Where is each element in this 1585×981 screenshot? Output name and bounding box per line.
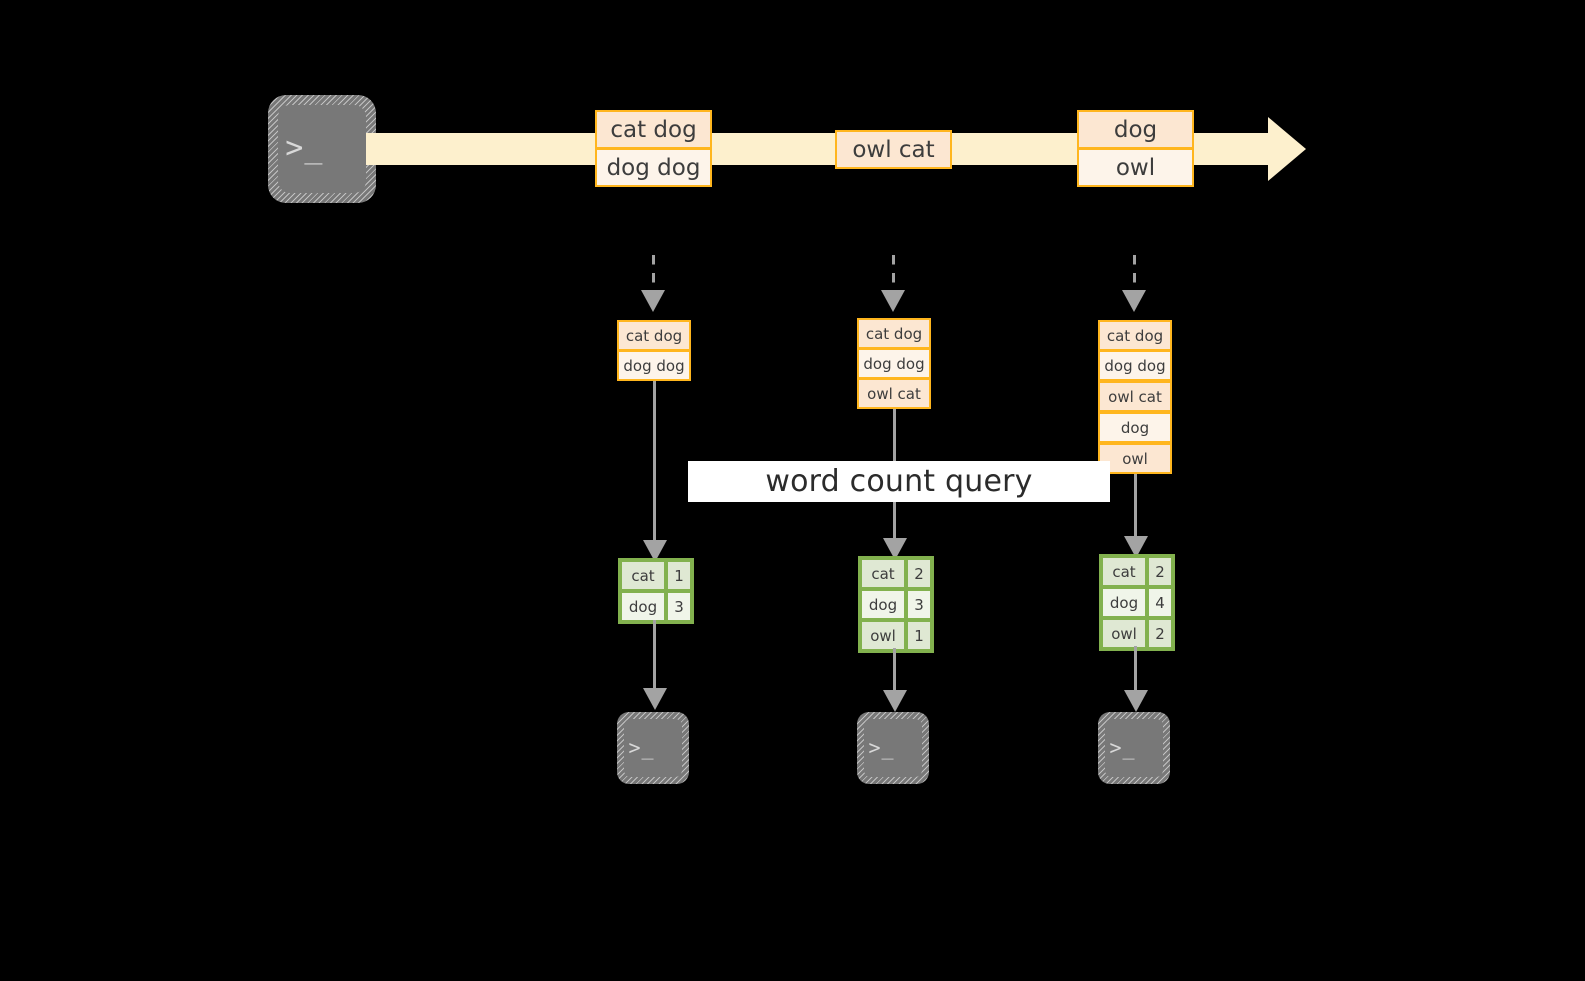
batch-input-row: cat dog [1098,320,1172,351]
result-count: 1 [666,560,692,591]
batch-input-label: cat dog [1106,326,1164,345]
result-count: 2 [906,558,932,589]
source-terminal-icon: >_ [268,95,376,203]
stream-record-label: owl [1115,154,1156,181]
table-row: dog 3 [620,591,692,622]
sink-terminal-icon: >_ [1098,712,1170,784]
result-word: cat [1101,556,1147,587]
table-row: dog 3 [860,589,932,620]
result-count: 4 [1147,587,1173,618]
batch-input-row: owl cat [857,378,931,409]
terminal-screen [624,719,682,777]
trigger-connector [652,255,655,297]
result-table: cat 2 dog 3 owl 1 [858,556,934,653]
trigger-arrowhead [641,290,665,312]
result-word: owl [1101,618,1147,649]
stream-record: owl [1077,148,1194,187]
sink-arrowhead [883,690,907,712]
result-table: cat 1 dog 3 [618,558,694,624]
stream-record: cat dog [595,110,712,149]
result-table: cat 2 dog 4 owl 2 [1099,554,1175,651]
stream-record-label: dog [1113,116,1158,143]
sink-terminal-icon: >_ [617,712,689,784]
query-connector [653,381,656,559]
table-row: owl 2 [1101,618,1173,649]
terminal-screen [278,105,366,193]
terminal-screen [864,719,922,777]
batch-input-label: dog dog [863,354,925,373]
batch-input-label: owl [1122,449,1148,468]
terminal-prompt-glyph: >_ [868,735,895,760]
sink-arrowhead [1124,690,1148,712]
trigger-arrowhead [1122,290,1146,312]
batch-input-row: cat dog [617,320,691,351]
batch-input-label: dog dog [1104,356,1166,375]
result-word: owl [860,620,906,651]
terminal-prompt-glyph: >_ [1109,735,1136,760]
result-word: dog [1101,587,1147,618]
query-arrowhead [883,538,907,560]
table-row: cat 2 [1101,556,1173,587]
sink-terminal-icon: >_ [857,712,929,784]
sink-arrowhead [643,688,667,710]
query-banner: word count query [688,461,1110,502]
stream-record-label: owl cat [852,136,935,163]
batch-input-row: dog dog [857,348,931,379]
batch-input-label: cat dog [625,326,683,345]
terminal-prompt-glyph: >_ [285,130,324,166]
batch-input-row: cat dog [857,318,931,349]
result-word: cat [860,558,906,589]
batch-input-label: owl cat [1108,387,1162,406]
stream-record: dog [1077,110,1194,149]
batch-input-label: cat dog [865,324,923,343]
table-row: dog 4 [1101,587,1173,618]
stream-record: dog dog [595,148,712,187]
stream-record-label: cat dog [610,116,697,143]
result-count: 1 [906,620,932,651]
result-word: dog [620,591,666,622]
batch-input-row: owl [1098,443,1172,474]
terminal-prompt-glyph: >_ [628,735,655,760]
terminal-screen [1105,719,1163,777]
result-count: 3 [666,591,692,622]
batch-input-label: dog dog [623,356,685,375]
query-connector [1134,474,1137,556]
sink-connector [1134,646,1137,703]
table-row: owl 1 [860,620,932,651]
batch-input-row: dog dog [617,350,691,381]
trigger-arrowhead [881,290,905,312]
result-count: 2 [1147,618,1173,649]
stream-record-label: dog dog [606,154,701,181]
table-row: cat 2 [860,558,932,589]
result-word: dog [860,589,906,620]
sink-connector [893,648,896,703]
result-count: 2 [1147,556,1173,587]
query-arrowhead [1124,536,1148,558]
query-arrowhead [643,540,667,562]
trigger-connector [1133,255,1136,297]
stream-record: owl cat [835,130,952,169]
result-count: 3 [906,589,932,620]
batch-input-label: owl cat [867,384,921,403]
batch-input-row: dog [1098,412,1172,443]
batch-input-row: dog dog [1098,350,1172,381]
batch-input-label: dog [1120,418,1150,437]
sink-connector [653,620,656,698]
batch-input-row: owl cat [1098,381,1172,412]
trigger-connector [892,255,895,297]
result-word: cat [620,560,666,591]
input-stream-arrowhead [1268,117,1306,181]
query-banner-label: word count query [765,464,1033,499]
table-row: cat 1 [620,560,692,591]
